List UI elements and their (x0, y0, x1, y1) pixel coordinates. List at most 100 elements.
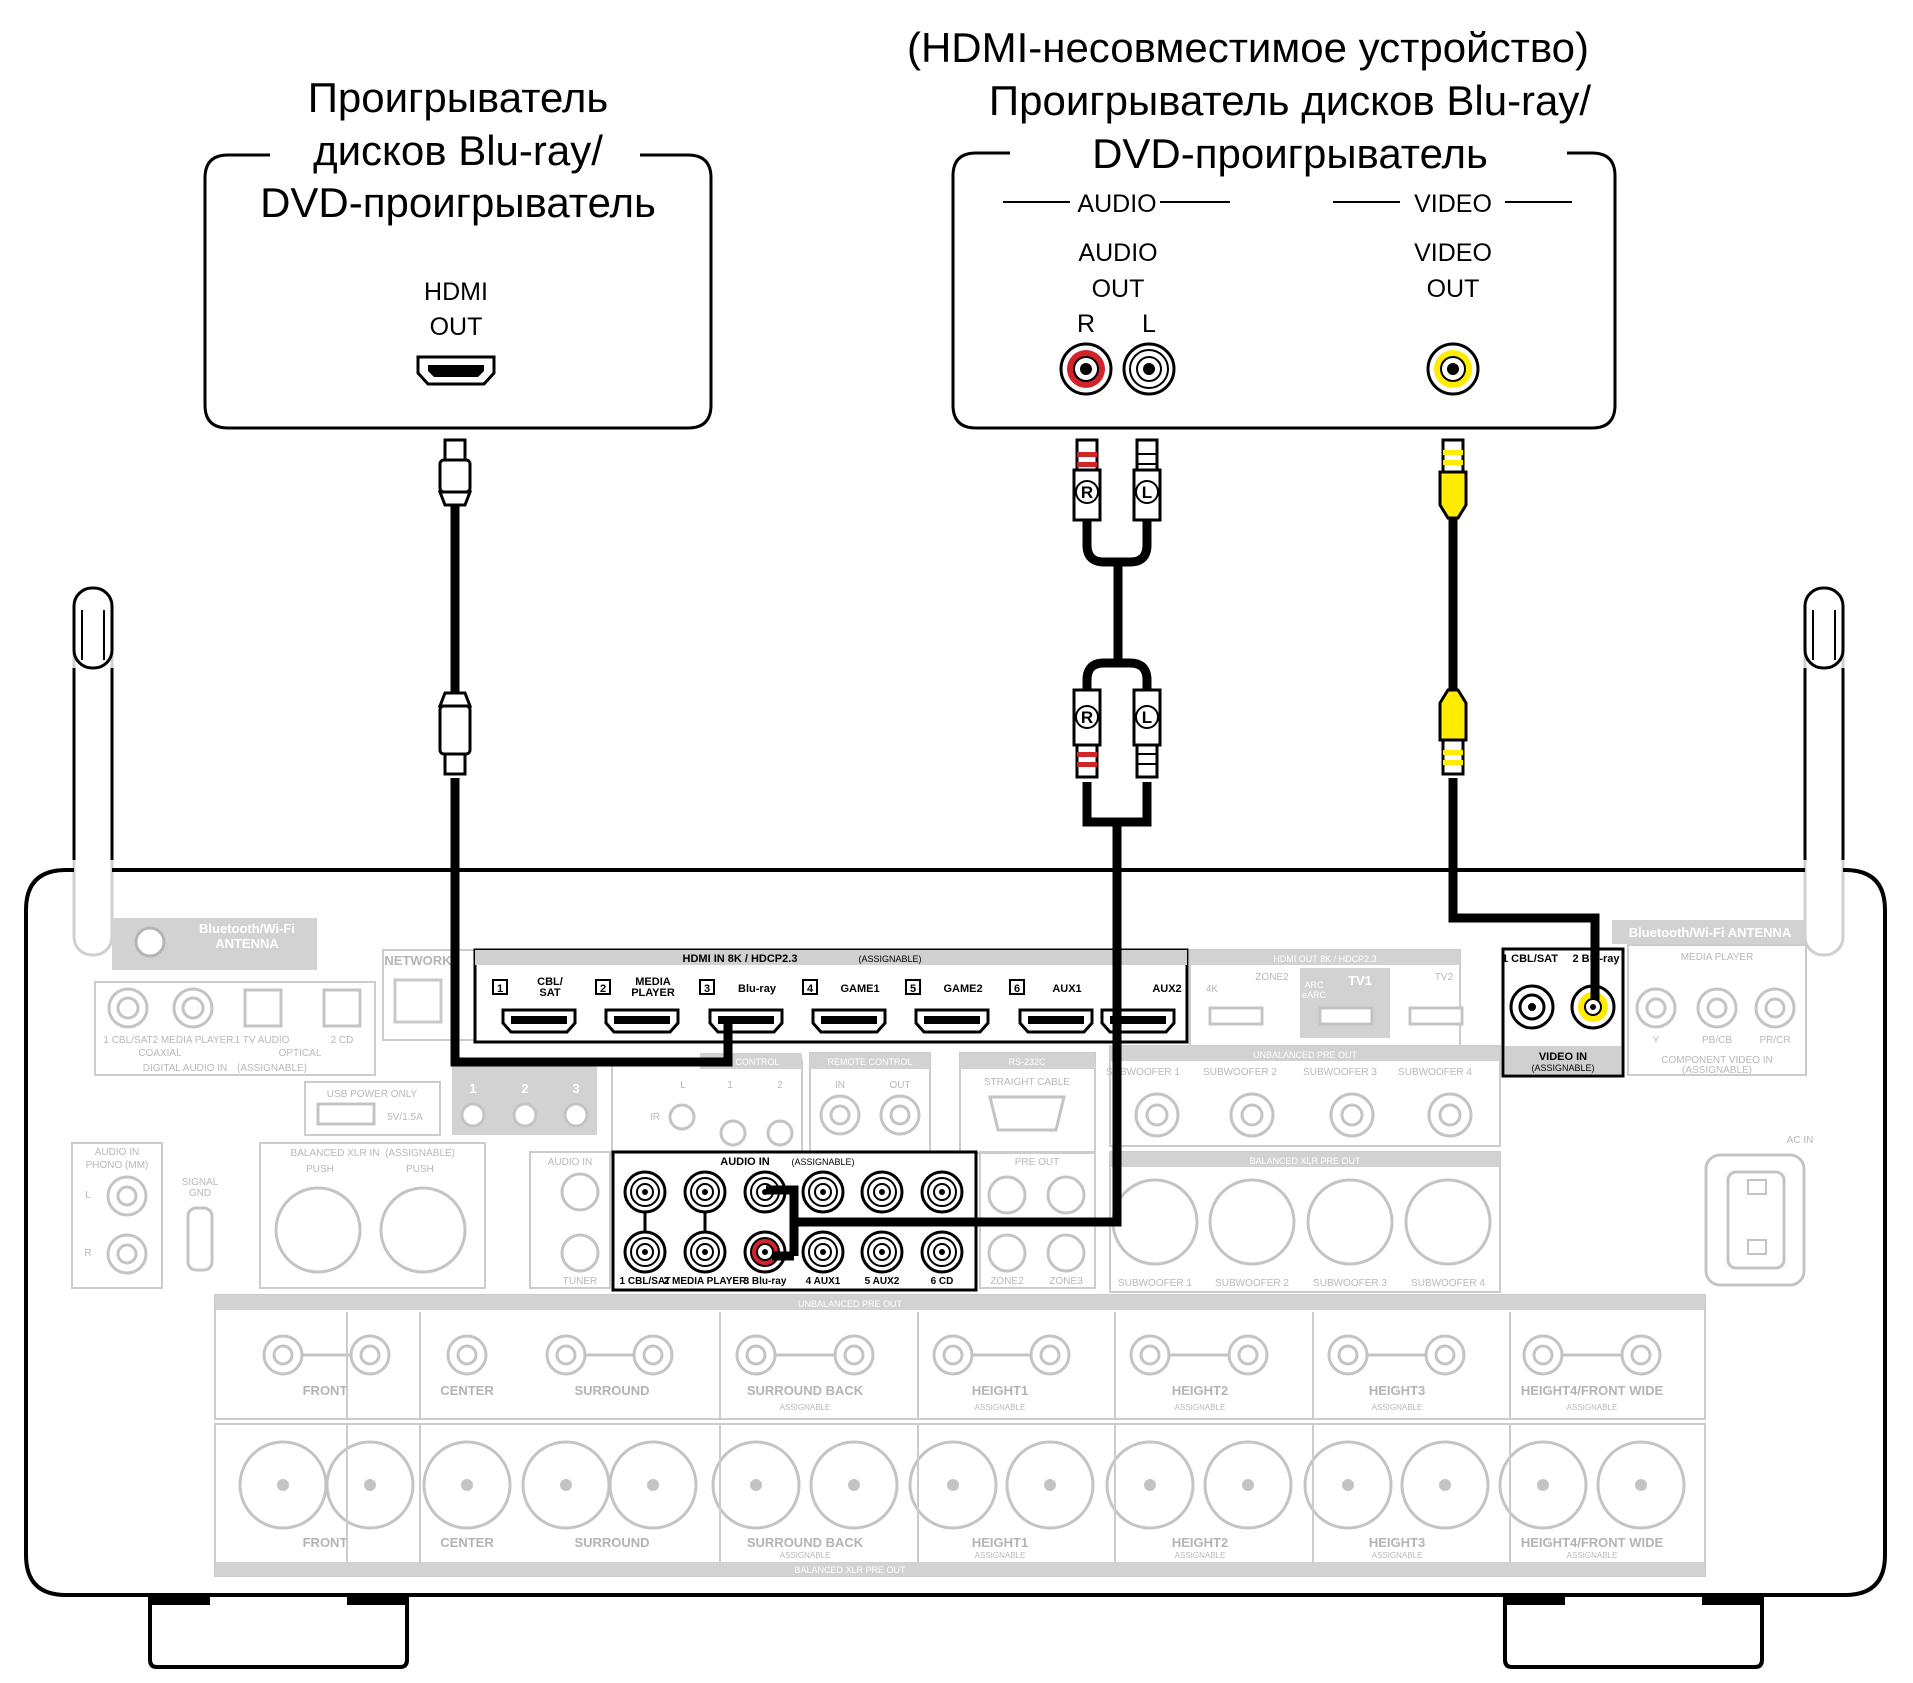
audio-in-jack (920, 1230, 964, 1274)
audio-in-jack (683, 1170, 727, 1214)
svg-text:R: R (1081, 483, 1093, 502)
svg-text:RS-232C: RS-232C (1008, 1057, 1046, 1067)
device-note: (HDMI-несовместимое устройство) (907, 24, 1589, 71)
antenna-right-icon (1803, 586, 1845, 957)
audio-in-jack (683, 1230, 727, 1274)
hdmi-out-label-line-1: HDMI (424, 278, 488, 306)
speaker-group-label: HEIGHT3 (1369, 1535, 1425, 1550)
audio-in-jack (860, 1230, 904, 1274)
speaker-group-label: HEIGHT1 (972, 1383, 1028, 1398)
svg-text:eARC: eARC (1302, 990, 1327, 1000)
hdmi-port-label: MEDIA (635, 976, 671, 988)
assignable-label: ASSIGNABLE (1372, 1403, 1423, 1412)
svg-text:5V/1.5A: 5V/1.5A (387, 1112, 423, 1123)
svg-text:BALANCED XLR PRE OUT: BALANCED XLR PRE OUT (1249, 1156, 1361, 1166)
trigger-out: 1 2 3 (452, 1060, 597, 1135)
svg-text:ARC: ARC (1304, 980, 1324, 990)
foot-left (148, 1597, 409, 1669)
signal-gnd: SIGNAL GND (182, 1177, 219, 1272)
svg-text:1: 1 (727, 1080, 733, 1091)
assignable-label: ASSIGNABLE (780, 1403, 831, 1412)
speaker-group-label: SURROUND (574, 1535, 649, 1550)
svg-text:AUDIO IN: AUDIO IN (548, 1157, 592, 1168)
audio-in-jack (623, 1230, 667, 1274)
phono-audio-in: AUDIO IN PHONO (MM) L R (71, 1142, 163, 1289)
hdmi-cable (437, 438, 733, 1067)
svg-text:OPTICAL: OPTICAL (279, 1048, 322, 1059)
antenna-right-label: Bluetooth/Wi-Fi ANTENNA (1612, 920, 1805, 944)
audio-in-jack (920, 1170, 964, 1214)
usb-port: USB POWER ONLY 5V/1.5A (304, 1081, 441, 1136)
channel-r-label: R (1077, 310, 1095, 338)
svg-text:ZONE3: ZONE3 (1049, 1276, 1083, 1287)
svg-text:TUNER: TUNER (563, 1276, 597, 1287)
svg-text:GND: GND (189, 1188, 211, 1199)
antenna-left-icon (72, 586, 114, 957)
audio-out-label-line-2: OUT (1092, 275, 1145, 303)
svg-text:R: R (1081, 708, 1093, 727)
svg-text:IN: IN (835, 1080, 845, 1091)
svg-text:4K: 4K (1206, 984, 1219, 995)
rca-plug-video-top (1438, 438, 1468, 520)
svg-text:ANTENNA: ANTENNA (215, 936, 279, 951)
svg-text:L: L (1142, 708, 1152, 727)
svg-text:PUSH: PUSH (306, 1164, 334, 1175)
hdmi-out-panel: HDMI OUT 8K / HDCP2.3 4K ZONE2 TV1 ARC e… (1189, 949, 1464, 1047)
audio-in-title: AUDIO IN (720, 1156, 770, 1168)
video-out-label-line-2: OUT (1427, 275, 1480, 303)
svg-text:1: 1 (469, 1081, 476, 1096)
svg-text:AC IN: AC IN (1787, 1135, 1814, 1146)
hdmi-port-label: CBL/ (537, 976, 563, 988)
speaker-group-label: HEIGHT1 (972, 1535, 1028, 1550)
svg-text:REMOTE CONTROL: REMOTE CONTROL (827, 1057, 912, 1067)
rca-plug-video-bottom (1438, 688, 1468, 776)
rca-plug-l-top: L (1132, 438, 1162, 522)
svg-text:IP CONTROL: IP CONTROL (725, 1057, 780, 1067)
svg-text:3: 3 (572, 1081, 579, 1096)
assignable-label: ASSIGNABLE (1372, 1551, 1423, 1560)
svg-text:L: L (680, 1080, 686, 1091)
svg-text:R: R (84, 1248, 91, 1259)
speaker-group-label: SURROUND (574, 1383, 649, 1398)
speaker-group-label: HEIGHT2 (1172, 1535, 1228, 1550)
svg-text:PHONO (MM): PHONO (MM) (86, 1160, 149, 1171)
device-title-line-2: дисков Blu-ray/ (313, 127, 603, 174)
svg-text:2: 2 (777, 1080, 783, 1091)
svg-text:OUT: OUT (889, 1080, 910, 1091)
network-port: NETWORK (382, 949, 479, 1041)
assignable-label: ASSIGNABLE (1567, 1551, 1618, 1560)
audio-in-jack (623, 1170, 667, 1214)
svg-text:TV1: TV1 (1348, 973, 1372, 988)
rca-plug-r-top: R (1072, 438, 1102, 522)
balanced-subwoofer-out: BALANCED XLR PRE OUT SUBWOOFER 1 SUBWOOF… (1109, 1151, 1501, 1293)
audio-in-input-label: 1 CBL/SAT (620, 1276, 671, 1287)
rca-plug-r-bottom: R (1072, 688, 1102, 779)
svg-text:UNBALANCED PRE OUT: UNBALANCED PRE OUT (798, 1299, 903, 1309)
rca-plug-l-bottom: L (1132, 688, 1162, 779)
speaker-group-label: CENTER (440, 1383, 494, 1398)
hdmi-port-label: PLAYER (631, 987, 675, 999)
hdmi-out-label-line-2: OUT (430, 313, 483, 341)
hdmi-port-label: AUX1 (1052, 983, 1081, 995)
svg-text:MEDIA PLAYER: MEDIA PLAYER (1681, 952, 1754, 963)
svg-text:NETWORK: NETWORK (384, 953, 452, 968)
assignable-label: ASSIGNABLE (975, 1551, 1026, 1560)
audio-cable: R L R L (766, 438, 1162, 1261)
video-out-jack (1426, 342, 1480, 396)
svg-text:PUSH: PUSH (406, 1164, 434, 1175)
foot-right (1503, 1597, 1764, 1669)
svg-text:HDMI OUT 8K / HDCP2.3: HDMI OUT 8K / HDCP2.3 (1273, 954, 1376, 964)
video-in-title: VIDEO IN (1539, 1051, 1587, 1063)
svg-text:SUBWOOFER 4: SUBWOOFER 4 (1398, 1067, 1472, 1078)
ac-inlet: AC IN (1704, 1135, 1814, 1287)
hdmi-port-label: GAME1 (840, 983, 879, 995)
svg-text:AUDIO IN: AUDIO IN (95, 1147, 139, 1158)
assignable-label: ASSIGNABLE (1175, 1551, 1226, 1560)
unbalanced-subwoofer-out: UNBALANCED PRE OUT SUBWOOFER 1 SUBWOOFER… (1106, 1045, 1501, 1147)
